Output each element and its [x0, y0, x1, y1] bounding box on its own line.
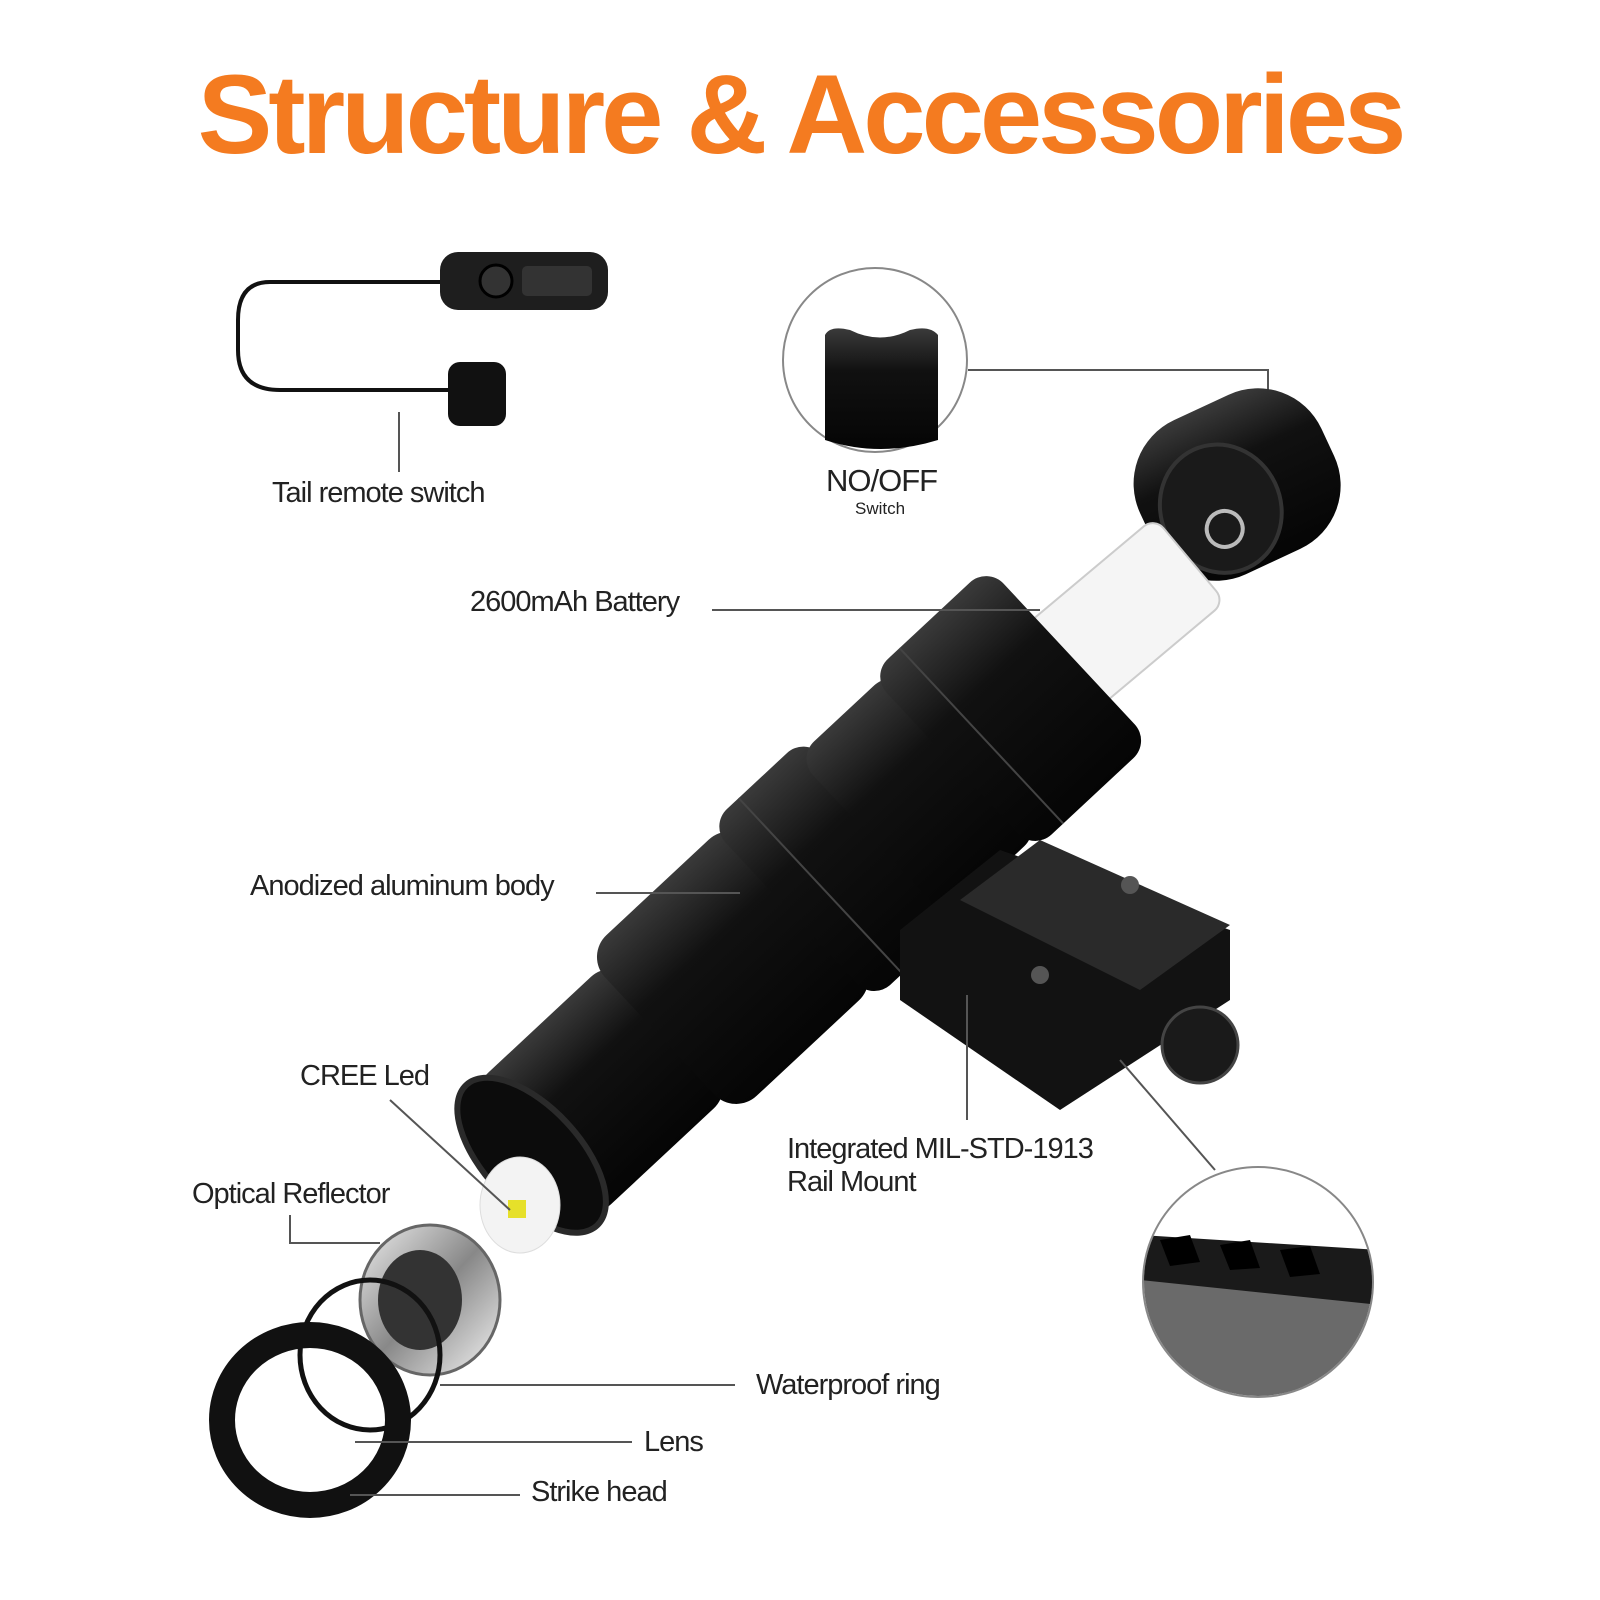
label-cree-led: CREE Led	[300, 1060, 430, 1092]
label-tail-remote-switch: Tail remote switch	[272, 477, 485, 509]
switch-detail-circle	[782, 267, 1269, 460]
label-rail-mount-line2: Rail Mount	[787, 1166, 917, 1198]
page-title: Structure & Accessories	[197, 52, 1407, 177]
label-optical-reflector: Optical Reflector	[192, 1178, 390, 1210]
strike-head-image	[209, 1322, 411, 1518]
flashlight-body-image	[454, 576, 1142, 1236]
label-lens: Lens	[644, 1426, 704, 1458]
label-waterproof-ring: Waterproof ring	[756, 1369, 941, 1401]
label-body: Anodized aluminum body	[250, 870, 555, 902]
label-switch-sub: Switch	[855, 499, 906, 518]
rail-detail-circle	[1119, 1059, 1374, 1398]
tail-cap-image	[1133, 388, 1341, 581]
leader-lines	[289, 412, 1040, 1496]
tail-remote-switch-image	[236, 252, 608, 426]
label-strike-head: Strike head	[531, 1476, 668, 1508]
label-switch: NO/OFF	[826, 463, 938, 498]
cree-led-image	[479, 1156, 561, 1254]
label-rail-mount-line1: Integrated MIL-STD-1913	[787, 1133, 1094, 1165]
label-battery: 2600mAh Battery	[470, 586, 680, 618]
waterproof-ring-image	[297, 1277, 443, 1433]
rail-mount-image	[900, 840, 1240, 1110]
